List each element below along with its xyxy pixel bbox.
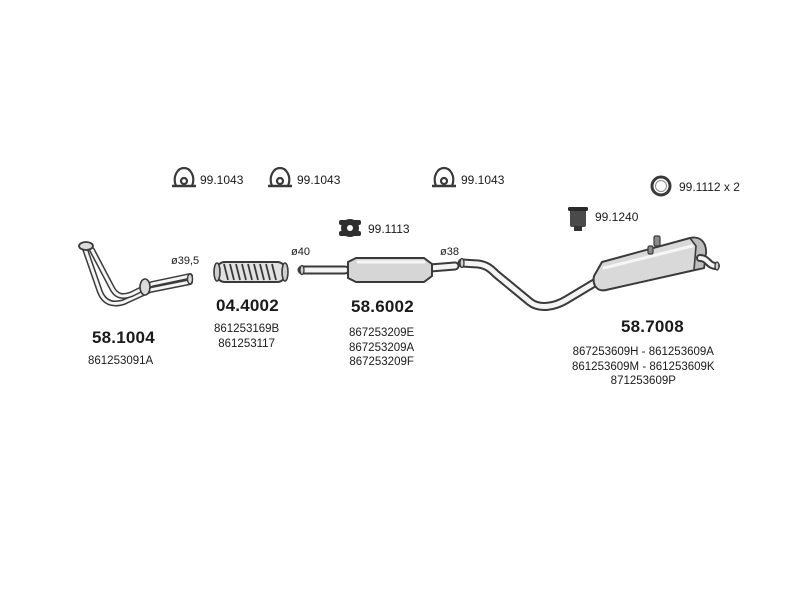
diameter-label: ø40 bbox=[291, 246, 310, 258]
diameter-label: ø39,5 bbox=[171, 255, 200, 267]
flex-pipe-oe-numbers: 861253169B 861253117 bbox=[214, 322, 279, 351]
center-silencer-part-number: 58.6002 bbox=[351, 297, 414, 316]
clamp-icon bbox=[268, 166, 292, 188]
ring-part-number: 99.1112 x 2 bbox=[679, 180, 740, 194]
oe-number: 867253209E bbox=[349, 327, 415, 339]
rear-silencer-oe-numbers: 867253609H - 861253609A 861253609M - 861… bbox=[572, 345, 715, 389]
front-pipe-oe-numbers: 861253091A bbox=[88, 354, 153, 369]
oe-number: 867253209F bbox=[349, 356, 414, 368]
clamp-part-number: 99.1043 bbox=[297, 173, 341, 187]
front-pipe-part-number: 58.1004 bbox=[92, 328, 155, 347]
clamp-part-number: 99.1043 bbox=[461, 173, 505, 187]
rear-silencer-part-number: 58.7008 bbox=[621, 317, 684, 336]
front-pipe-drawing bbox=[78, 241, 194, 307]
flex-pipe-drawing bbox=[213, 261, 289, 283]
oe-number: 861253169B bbox=[214, 323, 280, 335]
bracket-part-number: 99.1240 bbox=[595, 210, 639, 224]
clamp-part-number: 99.1043 bbox=[200, 173, 244, 187]
oe-number: 861253117 bbox=[218, 337, 275, 350]
oe-number: 867253209A bbox=[349, 341, 415, 354]
oe-number: 871253609P bbox=[610, 375, 676, 387]
ring-icon bbox=[650, 175, 672, 197]
center-silencer-oe-numbers: 867253209E 867253209A 867253209F bbox=[349, 326, 414, 370]
oe-number: 867253609H - 861253609A bbox=[572, 346, 714, 358]
clamp-icon bbox=[432, 166, 456, 188]
rear-silencer-drawing bbox=[457, 235, 720, 311]
flex-pipe-part-number: 04.4002 bbox=[216, 296, 279, 315]
clamp-icon bbox=[172, 166, 196, 188]
center-silencer-drawing bbox=[297, 257, 460, 283]
hanger-part-number: 99.1113 bbox=[368, 222, 410, 236]
oe-number: 861253091A bbox=[88, 355, 154, 367]
rubber-hanger-icon bbox=[339, 219, 361, 237]
oe-number: 861253609M - 861253609K bbox=[572, 360, 715, 373]
mounting-bracket-icon bbox=[568, 207, 588, 231]
diameter-label: ø38 bbox=[440, 246, 459, 258]
